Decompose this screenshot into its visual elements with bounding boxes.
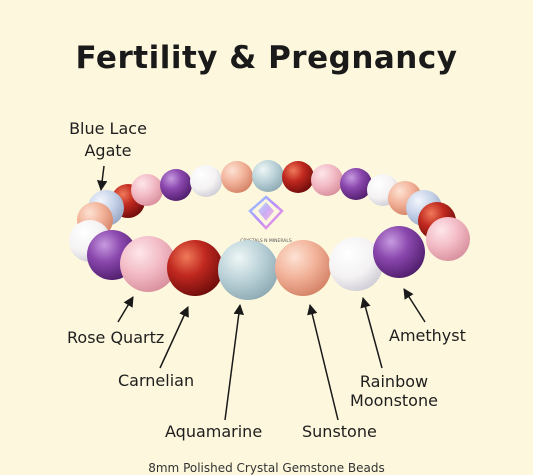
bead-rose-right [426, 217, 470, 261]
bead-rainbow-moonstone [329, 237, 383, 291]
bead-moonstone-back [190, 165, 222, 197]
arrow-rose-quartz [117, 296, 134, 323]
bead-aquamarine [218, 240, 278, 300]
label-blue-lace-agate: Blue Lace Agate [58, 119, 158, 160]
arrow-blue-lace-agate [96, 165, 108, 192]
bead-rose-quartz [120, 236, 176, 292]
label-blue-lace-line2: Agate [84, 141, 132, 160]
bead-carnelian [167, 240, 223, 296]
brand-logo: CRYSTALS N MINERALS [240, 195, 292, 244]
bead-back-row [77, 160, 456, 240]
bead-rose-back [131, 174, 163, 206]
arrow-sunstone [307, 303, 339, 421]
arrow-amethyst [403, 288, 426, 323]
bead-sunstone-back [221, 161, 253, 193]
label-moonstone-line2: Moonstone [350, 391, 438, 410]
label-rainbow-line1: Rainbow [359, 372, 429, 391]
bead-sunstone [275, 240, 331, 296]
label-blue-lace-line1: Blue Lace [69, 119, 147, 138]
bead-rose-back [311, 164, 343, 196]
arrow-carnelian [159, 306, 189, 369]
label-aquamarine: Aquamarine [165, 422, 263, 441]
label-carnelian: Carnelian [118, 371, 195, 390]
arrow-aquamarine [224, 303, 244, 421]
label-rose-quartz: Rose Quartz [67, 328, 165, 347]
footer-caption: 8mm Polished Crystal Gemstone Beads [148, 461, 385, 475]
bead-amethyst-back [160, 169, 192, 201]
label-amethyst: Amethyst [389, 326, 466, 345]
bead-amethyst [373, 226, 425, 278]
logo-text: CRYSTALS N MINERALS [240, 238, 292, 244]
label-rainbow-moonstone: Rainbow Moonstone [344, 372, 444, 410]
bead-carnelian-back [282, 161, 314, 193]
bead-aquamarine-back [252, 160, 284, 192]
label-sunstone: Sunstone [302, 422, 377, 441]
page-title: Fertility & Pregnancy [75, 40, 458, 76]
bead-front-row [87, 226, 425, 300]
bead-amethyst-back [340, 168, 372, 200]
arrow-rainbow-moonstone [360, 296, 383, 369]
